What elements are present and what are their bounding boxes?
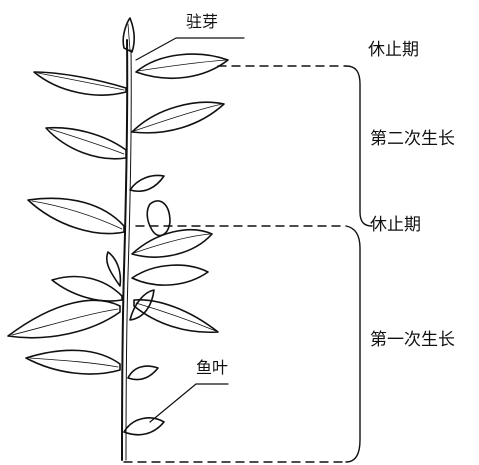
second-growth-label: 第二次生长	[370, 131, 455, 148]
first-growth-brace	[346, 226, 360, 462]
leaf-left-5	[8, 300, 120, 337]
leaf-left-3	[28, 198, 124, 233]
first-growth-label: 第一次生长	[370, 332, 455, 349]
leaf-right-7	[128, 366, 158, 379]
leaf-top-left	[34, 72, 126, 95]
leaf-left-2	[46, 128, 126, 159]
second-growth-brace	[346, 66, 372, 226]
leaf-left-small	[107, 252, 121, 286]
leaf-right-5	[134, 300, 218, 332]
dormancy-top-label: 休止期	[368, 42, 419, 59]
leaf-right-small	[130, 176, 164, 192]
bud-leader	[136, 38, 244, 60]
leaf-left-4	[52, 277, 122, 301]
leaf-left-6	[26, 350, 120, 374]
fish-leaf-label: 鱼叶	[196, 360, 228, 376]
leaf-right-2	[132, 102, 224, 133]
leaf-middle-small	[147, 201, 170, 236]
leaf-right-3	[132, 230, 212, 257]
fish-leaf-drawing	[124, 418, 164, 435]
leaf-right-4	[132, 265, 208, 285]
bud-label: 驻芽	[186, 14, 218, 30]
leaf-top-right	[136, 54, 228, 78]
fish-leaf-leader	[150, 384, 228, 422]
dormancy-middle-label: 休止期	[370, 217, 421, 234]
